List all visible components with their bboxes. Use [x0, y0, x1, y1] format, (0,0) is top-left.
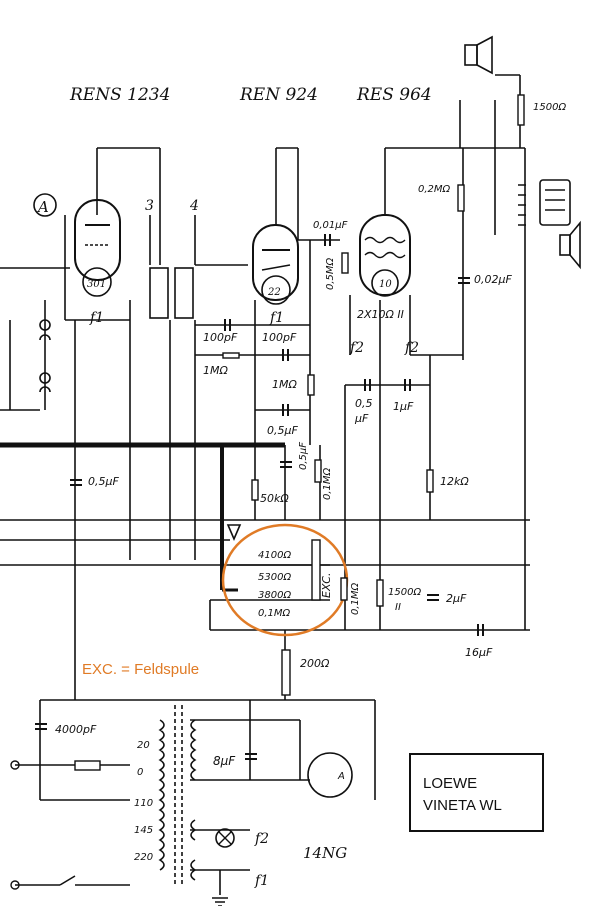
marker-a: A	[36, 198, 49, 216]
coil-3-label: 3	[145, 198, 154, 214]
tube-mid	[252, 224, 299, 305]
tube-right-socket: 10	[379, 279, 392, 290]
passive-components	[74, 94, 525, 771]
r-4100: 4100Ω	[258, 550, 291, 561]
coils	[39, 35, 581, 393]
rectifier-tube-circle	[307, 752, 353, 798]
r-5300: 5300Ω	[258, 572, 291, 583]
r-2x10: 2X10Ω II	[357, 308, 404, 321]
title-box-line1: LOEWE	[423, 775, 477, 792]
r-02m: 0,2MΩ	[418, 184, 451, 195]
c-1u: 1μF	[393, 400, 414, 413]
tube-mid-fil: f1	[269, 310, 284, 326]
power-transformer	[158, 705, 197, 885]
lamp-f-label: f2	[254, 831, 269, 847]
c-100p-b: 100pF	[262, 331, 297, 344]
r-1m-b: 1MΩ	[272, 378, 297, 391]
r-1500-top: 1500Ω	[533, 102, 566, 113]
r-01m-b: 0,1MΩ	[350, 582, 361, 615]
c-05-a: 0,5μF	[267, 424, 298, 437]
tap-0: 0	[137, 767, 143, 778]
tube-left	[74, 199, 121, 297]
tube-mid-socket: 22	[267, 287, 281, 298]
mains-terminal-2	[10, 880, 20, 890]
pilot-lamp-icon	[215, 828, 235, 848]
r-50k: 50kΩ	[260, 492, 289, 505]
ground-symbol	[212, 897, 228, 906]
tap-20: 20	[137, 740, 150, 751]
r-200: 200Ω	[300, 657, 330, 670]
tap-220: 220	[134, 852, 153, 863]
c-8u: 8μF	[213, 754, 236, 768]
exc-note: EXC. = Feldspule	[82, 661, 199, 678]
tube-left-title: RENS 1234	[69, 85, 170, 105]
tube-right-title: RES 964	[356, 85, 432, 105]
coil-4-label: 4	[189, 198, 199, 214]
tap-110: 110	[134, 798, 153, 809]
marker-a-circle	[33, 193, 57, 217]
c-4000p: 4000pF	[55, 723, 97, 736]
rectifier-label: 14NG	[303, 844, 347, 862]
c-2u: 2μF	[446, 592, 467, 605]
mains-terminal-1	[10, 760, 20, 770]
tube-left-socket: 301	[87, 279, 106, 290]
exc-label: EXC.	[320, 573, 333, 598]
c-05-d-unit: μF	[354, 412, 369, 425]
tube-right	[359, 214, 411, 297]
tube-mid-title: REN 924	[239, 85, 318, 105]
triangle-marker	[226, 524, 242, 542]
r-05m: 0,5MΩ	[325, 257, 336, 290]
c-100p-a: 100pF	[203, 331, 238, 344]
roman-2: II	[395, 602, 401, 613]
title-box	[409, 753, 544, 832]
r-3800: 3800Ω	[258, 590, 291, 601]
capacitors	[35, 234, 484, 760]
c-05-b: 0,5μF	[88, 475, 119, 488]
tube-right-fil-b: f2	[404, 340, 419, 356]
fil-f-label: f1	[254, 873, 269, 889]
tube-left-fil: f1	[89, 310, 104, 326]
c-001: 0,01μF	[313, 220, 348, 231]
pilot-lamp-cross	[218, 831, 232, 845]
mains-switch	[59, 875, 76, 886]
wiring	[0, 74, 530, 895]
r-12k: 12kΩ	[440, 475, 469, 488]
r-01m-c: 0,1MΩ	[258, 608, 291, 619]
c-002: 0,02μF	[474, 273, 512, 286]
r-1m-a: 1MΩ	[203, 364, 228, 377]
meter-label: A	[337, 771, 345, 782]
c-16u: 16μF	[465, 646, 493, 659]
c-05-d: 0,5	[355, 397, 373, 410]
c-05-c: 0,5μF	[298, 442, 309, 470]
tube-right-fil-a: f2	[349, 340, 364, 356]
r-1500-b: 1500Ω	[388, 587, 421, 598]
title-box-line2: VINETA WL	[423, 797, 502, 814]
tap-145: 145	[134, 825, 153, 836]
r-01m-a: 0,1MΩ	[322, 467, 333, 500]
